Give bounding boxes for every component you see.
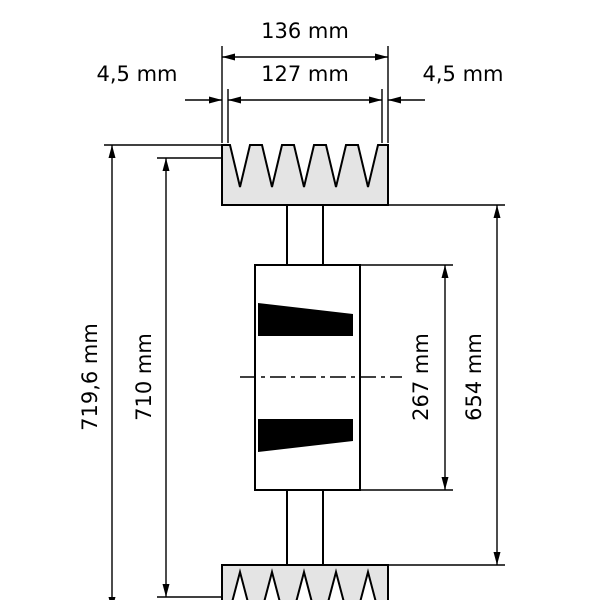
dim-outside-diameter: 719,6 mm: [78, 144, 222, 600]
dim-rim-inner-diameter: 654 mm: [388, 204, 505, 566]
arrowhead-right-icon: [369, 96, 382, 104]
arrowhead-down-icon: [441, 477, 449, 490]
dim-edge-right: 4,5 mm: [388, 62, 504, 104]
dim-label-width-inner: 127 mm: [261, 62, 349, 86]
dim-label-outside-diameter: 719,6 mm: [78, 323, 102, 431]
dim-label-pitch-diameter: 710 mm: [132, 333, 156, 421]
dim-width-inner: 127 mm: [227, 62, 383, 143]
arrowhead-left-icon: [222, 53, 235, 61]
arrowhead-up-icon: [162, 158, 170, 171]
arrowhead-left-icon: [388, 96, 401, 104]
taper-bush-lower: [258, 419, 353, 452]
arrowhead-up-icon: [108, 145, 116, 158]
taper-bush-upper: [258, 303, 353, 336]
dim-hub-diameter: 267 mm: [360, 264, 453, 491]
dim-label-edge-right: 4,5 mm: [423, 62, 504, 86]
arrowhead-up-icon: [493, 205, 501, 218]
dim-edge-left: 4,5 mm: [97, 62, 222, 104]
arrowhead-down-icon: [493, 552, 501, 565]
dim-label-hub-diameter: 267 mm: [409, 333, 433, 421]
arrowhead-down-icon: [108, 597, 116, 600]
arrowhead-down-icon: [162, 584, 170, 597]
arrowhead-left-icon: [228, 96, 241, 104]
pulley-section: [221, 144, 402, 600]
dim-label-edge-left: 4,5 mm: [97, 62, 178, 86]
dim-label-width-total: 136 mm: [261, 19, 349, 43]
web-top: [286, 204, 324, 266]
dim-pitch-diameter: 710 mm: [132, 157, 222, 598]
web-bottom: [286, 489, 324, 566]
arrowhead-right-icon: [209, 96, 222, 104]
rim-bottom: [221, 564, 389, 600]
arrowhead-up-icon: [441, 265, 449, 278]
dim-width-total: 136 mm: [221, 19, 389, 143]
arrowhead-right-icon: [375, 53, 388, 61]
rim-top: [221, 144, 389, 206]
dim-label-rim-inner-diameter: 654 mm: [462, 333, 486, 421]
